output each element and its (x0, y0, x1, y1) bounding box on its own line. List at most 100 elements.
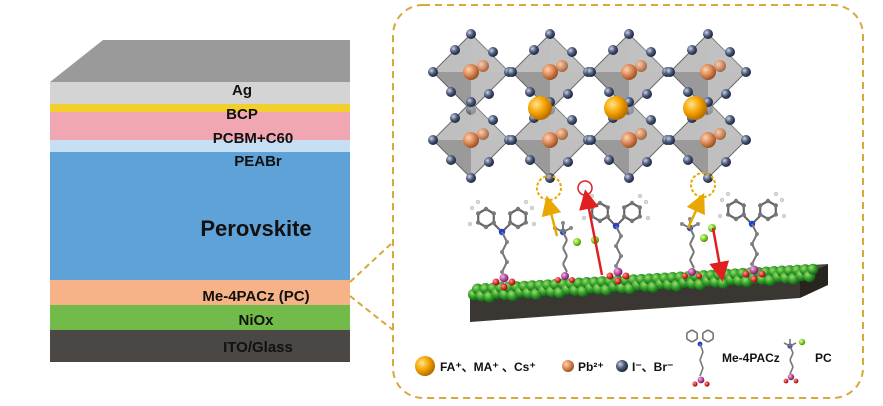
halide-ion (624, 29, 634, 39)
halide-ion (446, 155, 456, 165)
hydrogen-atom (645, 215, 651, 221)
halide-ion (466, 97, 476, 107)
carbon-atom (726, 203, 731, 208)
legend-lead-icon (562, 360, 574, 372)
carbon-atom (569, 226, 573, 230)
octahedron (665, 97, 751, 183)
octahedron (428, 29, 514, 115)
carbon-atom (476, 211, 481, 216)
bcp-layer (50, 104, 350, 112)
carbon-atom (561, 221, 565, 225)
lead-ion (714, 60, 726, 72)
lead-ion (556, 128, 568, 140)
legend-cation-icon (415, 356, 435, 376)
bond (562, 231, 568, 241)
halide-ion (466, 173, 476, 183)
halide-ion (721, 89, 731, 99)
halide-ion (646, 115, 656, 125)
me4pacz-molecule (581, 193, 651, 285)
lead-ion (477, 60, 489, 72)
halide-ion (741, 67, 751, 77)
lead-ion (635, 60, 647, 72)
carbon-atom (483, 224, 489, 230)
oxygen-atom (614, 277, 622, 285)
halide-ion (721, 157, 731, 167)
halide-ion (529, 45, 539, 55)
red-arrow-2 (709, 227, 730, 282)
halide-ion (428, 135, 438, 145)
bond (562, 247, 568, 257)
vacancy-circle-2 (690, 172, 716, 198)
hydrogen-atom (529, 205, 535, 211)
bond (562, 239, 568, 249)
halide-ion (586, 67, 596, 77)
halide-ion (545, 173, 555, 183)
halide-ion (484, 89, 494, 99)
halide-ion (604, 87, 614, 97)
hydrogen-atom (467, 221, 473, 227)
carbon-atom (491, 211, 496, 216)
layer-label-peabr: PEABr (234, 153, 282, 170)
red-arrow-1 (579, 189, 604, 276)
layer-label-ito: ITO/Glass (223, 339, 293, 356)
halide-ion (703, 173, 713, 183)
substrate-slab (470, 277, 800, 322)
chloride-ion (798, 338, 806, 346)
bond (702, 329, 709, 334)
hydrogen-atom (725, 191, 731, 197)
halide-ion (507, 135, 517, 145)
carbon-atom (629, 200, 635, 206)
a-site-cation (528, 96, 552, 120)
carbon-atom (758, 203, 763, 208)
halide-ion (683, 155, 693, 165)
halide-ion (450, 113, 460, 123)
carbon-atom (523, 220, 528, 225)
hydrogen-atom (589, 193, 595, 199)
carbon-atom (773, 212, 778, 217)
carbon-atom (629, 218, 635, 224)
bond (702, 338, 709, 343)
gold-arrow-1 (541, 195, 562, 237)
legend-halide-icon (616, 360, 628, 372)
octahedron (586, 97, 672, 183)
bond (789, 352, 794, 361)
layer-label-niox: NiOx (238, 312, 274, 329)
lead-ion (463, 132, 479, 148)
carbon-atom (614, 264, 618, 268)
halide-ion (488, 115, 498, 125)
halide-ion (646, 47, 656, 57)
bond (689, 259, 695, 269)
halide-ion (525, 87, 535, 97)
halide-ion (608, 45, 618, 55)
oxygen-atom (793, 378, 799, 384)
oxygen-atom (783, 378, 789, 384)
bond (689, 243, 695, 253)
hydrogen-atom (581, 215, 587, 221)
halide-ion (567, 115, 577, 125)
halide-ion (446, 87, 456, 97)
phosphorus-atom (697, 376, 705, 384)
carbon-atom (605, 205, 610, 210)
bond (789, 366, 794, 375)
halide-ion (687, 45, 697, 55)
carbon-atom (483, 206, 489, 212)
peabr-layer (50, 140, 350, 152)
bond (707, 338, 714, 343)
legend-cation-label: FA⁺、MA⁺ 、Cs⁺ (440, 360, 536, 374)
perovskite-lattice (428, 29, 751, 183)
hydrogen-atom (781, 213, 787, 219)
carbon-atom (765, 216, 771, 222)
halide-ion (725, 115, 735, 125)
bond (689, 227, 695, 237)
carbon-atom (508, 211, 513, 216)
bond (789, 345, 794, 354)
stack-top-face (50, 40, 350, 82)
bond (686, 329, 693, 334)
halide-ion (725, 47, 735, 57)
lead-ion (556, 60, 568, 72)
layer-label-me4pacz: Me-4PACz (PC) (202, 288, 309, 305)
oxygen-atom (704, 381, 710, 387)
bond (691, 329, 698, 334)
chloride-ion (573, 238, 581, 246)
